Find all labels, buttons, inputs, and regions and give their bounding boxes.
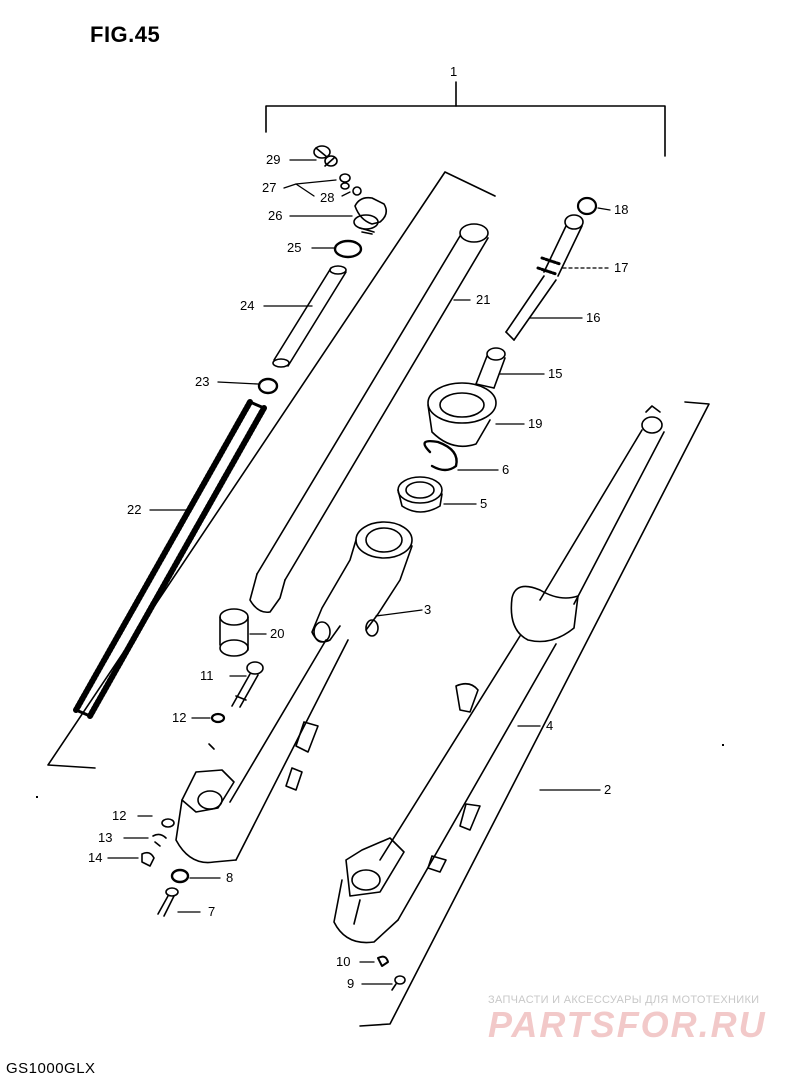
group-outline-right: [359, 401, 710, 1027]
callout-12-lower: 12: [112, 808, 126, 823]
callout-4: 4: [546, 718, 553, 733]
part-10-washer: [377, 955, 389, 967]
callout-16: 16: [586, 310, 600, 325]
callout-9: 9: [347, 976, 354, 991]
figure-title: FIG.45: [90, 22, 161, 47]
part-2-4-fork-assembly-right: [333, 405, 665, 944]
callout-labels: 1 29 27 28 26 25 24 23 22 21 18 17 16 15…: [88, 64, 628, 991]
part-28-air-valve: [339, 173, 362, 196]
callout-19: 19: [528, 416, 542, 431]
part-11-bolt: [231, 661, 264, 708]
part-25-o-ring: [333, 239, 363, 259]
part-8-gasket: [170, 868, 190, 884]
callout-5: 5: [480, 496, 487, 511]
part-14-nut: [141, 851, 155, 867]
part-3-outer-tube-left: [161, 521, 413, 864]
callout-23: 23: [195, 374, 209, 389]
part-6-circlip: [423, 439, 458, 472]
callout-14: 14: [88, 850, 102, 865]
part-5-oil-seal: [397, 476, 443, 513]
part-19-dust-seal: [427, 382, 497, 448]
part-9-bolt: [391, 975, 406, 991]
callout-10: 10: [336, 954, 350, 969]
scan-specks: [36, 744, 724, 798]
callout-20: 20: [270, 626, 284, 641]
part-24-spacer: [272, 265, 347, 368]
callout-13: 13: [98, 830, 112, 845]
group-outline-left: [47, 171, 496, 769]
leader-lines: [107, 159, 611, 985]
callout-27: 27: [262, 180, 276, 195]
callout-2: 2: [604, 782, 611, 797]
part-12-dash: [208, 743, 215, 750]
part-13-clip: [152, 833, 167, 847]
callout-3: 3: [424, 602, 431, 617]
callout-18: 18: [614, 202, 628, 217]
callout-7: 7: [208, 904, 215, 919]
callout-11: 11: [200, 668, 214, 683]
part-17-16-damper-rod: [505, 214, 584, 341]
callout-24: 24: [240, 298, 254, 313]
part-26-fork-cap: [353, 196, 388, 235]
callout-21: 21: [476, 292, 490, 307]
part-7-drain-bolt: [157, 887, 179, 917]
callout-28: 28: [320, 190, 334, 205]
part-22-fork-spring: [73, 399, 267, 719]
model-code: GS1000GLX: [6, 1060, 96, 1077]
part-12-washer-upper: [210, 712, 226, 724]
part-21-inner-tube: [249, 223, 489, 614]
callout-6: 6: [502, 462, 509, 477]
callout-29: 29: [266, 152, 280, 167]
part-23-washer: [257, 377, 279, 395]
callout-17: 17: [614, 260, 628, 275]
part-29-cap-bolt: [313, 145, 338, 167]
part-20-bushing: [219, 608, 249, 657]
callout-22: 22: [127, 502, 141, 517]
part-15-oil-lock-piece: [475, 347, 506, 389]
callout-25: 25: [287, 240, 301, 255]
watermark-tagline: ЗАПЧАСТИ И АКСЕССУАРЫ ДЛЯ МОТОТЕХНИКИ: [488, 994, 760, 1006]
callout-15: 15: [548, 366, 562, 381]
assembly-bracket-1: [265, 81, 666, 157]
part-18-cap: [576, 196, 598, 216]
callout-1: 1: [450, 64, 457, 79]
callout-26: 26: [268, 208, 282, 223]
callout-12-upper: 12: [172, 710, 186, 725]
watermark-brand: PARTSFOR.RU: [488, 1004, 767, 1045]
callout-8: 8: [226, 870, 233, 885]
